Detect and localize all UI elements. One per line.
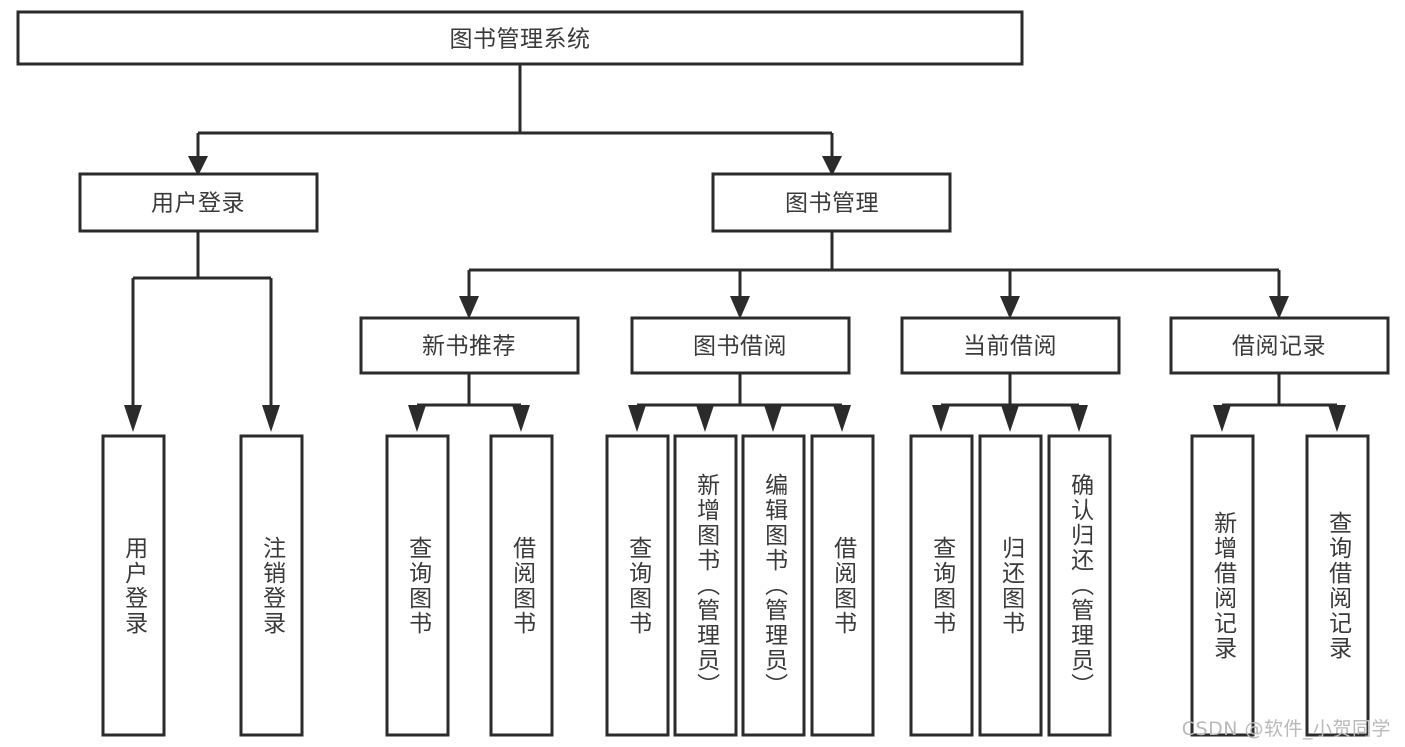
node-book-management-label: 图书管理 xyxy=(785,191,879,217)
connector-group-book-management-to-level3 xyxy=(459,231,1289,319)
node-borrow-record-label: 借阅记录 xyxy=(1232,334,1326,360)
node-new-book-recommend-label: 新书推荐 xyxy=(422,334,516,360)
node-leaf-query-book-1-box[interactable] xyxy=(385,434,450,737)
connector-group-book-borrow-to-leaves xyxy=(628,373,851,432)
node-leaf-add-record-box[interactable] xyxy=(1190,434,1255,737)
node-new-book-recommend-box[interactable] xyxy=(359,316,580,375)
node-current-borrow-box[interactable] xyxy=(900,316,1121,375)
arrow-head-leaf-query-record xyxy=(1328,405,1346,432)
node-leaf-query-book-3-box[interactable] xyxy=(909,434,974,737)
arrow-head-book-borrow xyxy=(730,296,750,319)
arrow-head-new-book-recommend xyxy=(459,296,479,319)
node-leaf-borrow-book-1-box[interactable] xyxy=(489,434,554,737)
arrow-head-leaf-add-book xyxy=(696,405,714,432)
arrow-head-current-borrow xyxy=(1000,296,1020,319)
arrow-head-leaf-edit-book xyxy=(764,405,782,432)
arrow-head-leaf-user-login xyxy=(124,405,142,432)
node-user-login-box[interactable] xyxy=(78,172,319,233)
arrow-head-leaf-borrow-book-2 xyxy=(833,405,851,432)
node-leaf-user-login-box[interactable] xyxy=(101,434,166,737)
node-leaf-return-book-box[interactable] xyxy=(978,434,1043,737)
arrow-head-leaf-confirm-return xyxy=(1070,405,1088,432)
arrow-head-user-login xyxy=(188,156,208,176)
node-leaf-confirm-return-box[interactable] xyxy=(1047,434,1112,737)
node-current-borrow-label: 当前借阅 xyxy=(963,334,1057,360)
node-book-borrow[interactable]: 图书借阅 xyxy=(630,316,851,375)
node-book-management-box[interactable] xyxy=(711,172,952,233)
connector-group-user-login-to-leaves xyxy=(124,231,280,432)
arrow-head-leaf-query-book-1 xyxy=(408,405,426,432)
leaf-box-group xyxy=(101,434,1370,737)
node-book-borrow-box[interactable] xyxy=(630,316,851,375)
connector-group-current-borrow-to-leaves xyxy=(932,373,1088,432)
node-user-login-label: 用户登录 xyxy=(151,191,245,217)
node-leaf-query-record-box[interactable] xyxy=(1305,434,1370,737)
node-leaf-borrow-book-2-box[interactable] xyxy=(810,434,875,737)
arrow-head-leaf-query-book-3 xyxy=(932,405,950,432)
node-user-login[interactable]: 用户登录 xyxy=(78,172,319,233)
arrow-head-leaf-logout xyxy=(262,405,280,432)
arrow-head-leaf-query-book-2 xyxy=(628,405,646,432)
node-borrow-record-box[interactable] xyxy=(1169,316,1390,375)
node-leaf-logout-box[interactable] xyxy=(239,434,304,737)
node-book-borrow-label: 图书借阅 xyxy=(693,334,787,360)
arrow-head-borrow-record xyxy=(1269,296,1289,319)
node-current-borrow[interactable]: 当前借阅 xyxy=(900,316,1121,375)
node-new-book-recommend[interactable]: 新书推荐 xyxy=(359,316,580,375)
node-borrow-record[interactable]: 借阅记录 xyxy=(1169,316,1390,375)
arrow-head-book-management xyxy=(822,156,842,176)
arrow-head-leaf-add-record xyxy=(1213,405,1231,432)
node-leaf-add-book-box[interactable] xyxy=(673,434,738,737)
node-book-management[interactable]: 图书管理 xyxy=(711,172,952,233)
node-leaf-query-book-2-box[interactable] xyxy=(605,434,670,737)
node-root-box[interactable] xyxy=(16,10,1024,66)
node-root[interactable]: 图书管理系统 xyxy=(16,10,1024,66)
node-root-label: 图书管理系统 xyxy=(450,27,591,53)
arrow-head-leaf-return-book xyxy=(1001,405,1019,432)
connector-group-borrow-record-to-leaves xyxy=(1213,373,1346,432)
connector-group-new-book-to-leaves xyxy=(408,373,530,432)
arrow-head-leaf-borrow-book-1 xyxy=(512,405,530,432)
connector-group-root-to-level2 xyxy=(188,64,842,176)
node-leaf-edit-book-box[interactable] xyxy=(741,434,806,737)
